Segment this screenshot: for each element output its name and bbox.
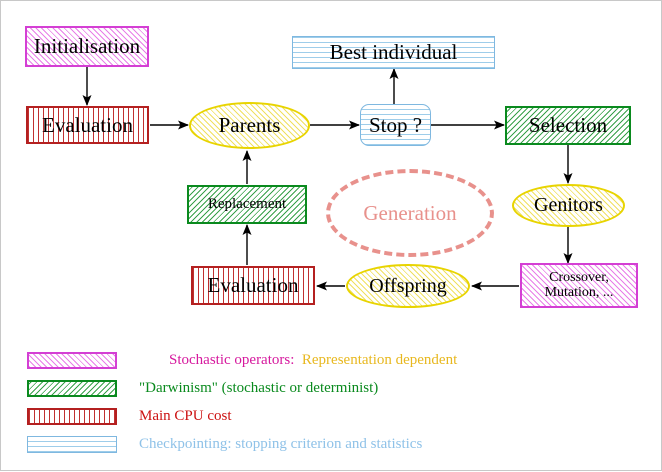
node-genitors-label: Genitors [534,194,603,216]
node-offspring[interactable]: Offspring [346,264,470,308]
node-selection-label: Selection [528,113,608,138]
node-genitors[interactable]: Genitors [512,184,625,227]
node-replacement[interactable]: Replacement [187,185,307,224]
node-initialisation[interactable]: Initialisation [25,26,149,67]
node-best-individual[interactable]: Best individual [292,36,495,69]
legend-row-checkpointing: Checkpointing: stopping criterion and st… [1,433,422,455]
legend-label-darwinism: "Darwinism" (stochastic or determinist) [139,379,379,396]
node-initialisation-label: Initialisation [33,34,141,59]
node-replacement-label: Replacement [207,195,287,212]
node-evaluation-bottom[interactable]: Evaluation [191,266,315,305]
legend-row-darwinism: "Darwinism" (stochastic or determinist) [1,377,378,399]
node-selection[interactable]: Selection [505,106,631,145]
legend-row-stochastic-operators: Stochastic operators: Representation dep… [1,349,457,371]
legend-label-checkpointing: Checkpointing: stopping criterion and st… [139,435,423,452]
legend-label-stochastic-operators: Stochastic operators: [169,351,295,368]
legend-row-main-cpu-cost: Main CPU cost [1,405,232,427]
node-crossover-mutation-label: Crossover, Mutation, ... [544,269,614,300]
node-best-individual-label: Best individual [329,40,458,65]
legend-swatch-red-vertical-hatch [27,407,117,425]
node-evaluation-top[interactable]: Evaluation [26,106,149,144]
node-parents[interactable]: Parents [189,102,310,149]
legend-swatch-magenta-diagonal-hatch [27,351,117,369]
legend-swatch-blue-horizontal-hatch [27,435,117,453]
node-generation: Generation [326,169,494,257]
legend-label-main-cpu-cost: Main CPU cost [139,407,232,424]
legend-swatch-green-diagonal-hatch [27,379,117,397]
node-evaluation-bottom-label: Evaluation [207,273,299,298]
node-crossover-mutation[interactable]: Crossover, Mutation, ... [520,263,638,308]
node-stop[interactable]: Stop ? [360,104,431,146]
legend-label-representation-dependent: Representation dependent [301,351,458,368]
node-generation-label: Generation [363,200,457,225]
node-stop-label: Stop ? [368,112,423,137]
node-parents-label: Parents [218,113,281,138]
node-offspring-label: Offspring [369,274,447,297]
node-evaluation-top-label: Evaluation [42,112,133,137]
